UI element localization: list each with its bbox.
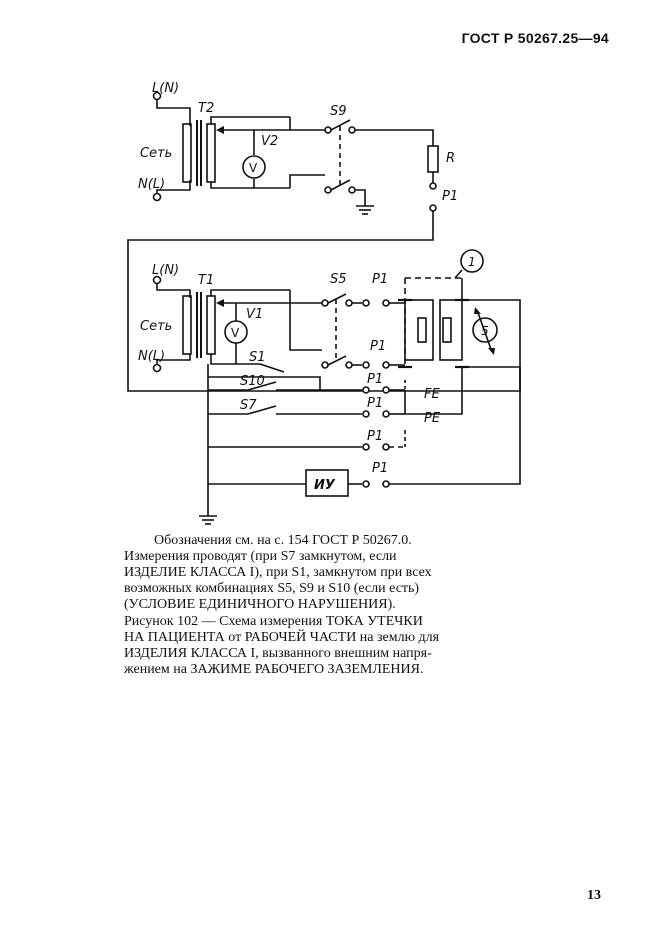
transformer-t1-secondary: [206, 295, 216, 355]
transformer-t2-primary: [182, 123, 192, 183]
switch-s9-upper: [330, 119, 351, 131]
top-labels: L(N) N(L) Сеть T2 V2 V S9 R P1: [138, 81, 458, 204]
label-r: R: [446, 151, 455, 166]
top-mains-section: [127, 91, 521, 392]
label-fe: FE: [424, 387, 440, 402]
label-v2: V2: [261, 134, 278, 149]
switch-s7: [247, 405, 277, 415]
caption-conditions: Измерения проводят (при S7 замкнутом, ес…: [124, 549, 524, 613]
figure-caption-line: ИЗДЕЛИЯ КЛАССА I, вызванного внешним нап…: [124, 646, 432, 661]
label-pe: PE: [424, 411, 441, 426]
label-mains-top: Сеть: [140, 146, 172, 161]
label-s7: S7: [240, 398, 257, 413]
label-n-top: N(L): [138, 177, 165, 192]
terminal-n-top: [152, 192, 162, 202]
switch-s5-upper: [327, 293, 347, 304]
caption-conditions-line: возможных комбинациях S5, S9 и S10 (если…: [124, 581, 420, 596]
label-s9: S9: [330, 104, 347, 119]
switch-s10: [247, 381, 277, 391]
voltmeter-v1-symbol: V: [231, 326, 240, 340]
standard-header: ГОСТ Р 50267.25—94: [461, 30, 609, 46]
label-p1-d: P1: [367, 396, 383, 411]
measuring-device-iu: [305, 469, 349, 497]
page-number: 13: [587, 888, 601, 903]
voltmeter-v2: [242, 155, 266, 179]
resistor-r: [427, 145, 439, 173]
label-s1: S1: [249, 350, 266, 365]
figure-caption-line: жением на ЗАЖИМЕ РАБОЧЕГО ЗАЗЕМЛЕНИЯ.: [124, 662, 424, 677]
label-p1-e: P1: [367, 429, 383, 444]
caption-conditions-line: (УСЛОВИЕ ЕДИНИЧНОГО НАРУШЕНИЯ).: [124, 597, 396, 612]
label-p1-top: P1: [442, 189, 458, 204]
applied-part-impedance: [417, 317, 427, 343]
label-n-bottom: N(L): [138, 349, 165, 364]
bottom-labels: L(N) N(L) Сеть T1 V1 V S5 S1 S10 S7 P1 P…: [138, 255, 489, 493]
caption-conditions-line: ИЗДЕЛИЕ КЛАССА I), при S1, замкнутом при…: [124, 565, 432, 580]
voltmeter-v2-symbol: V: [249, 161, 258, 175]
bottom-mains-section: [152, 249, 521, 525]
switch-s5-lower: [327, 355, 347, 366]
label-p1-a: P1: [372, 272, 388, 287]
device-marker-circle: [460, 249, 484, 273]
label-iu: ИУ: [314, 478, 336, 493]
figure-caption-line: Рисунок 102 — Схема измерения ТОКА УТЕЧК…: [124, 614, 423, 629]
label-s10: S10: [240, 374, 265, 389]
leakage-current-circuit-diagram: L(N) N(L) Сеть T2 V2 V S9 R P1: [127, 81, 521, 525]
label-p1-b: P1: [370, 339, 386, 354]
label-l-bottom: L(N): [152, 263, 179, 278]
external-voltage-source: [472, 317, 498, 343]
transformer-t2-secondary: [206, 123, 216, 183]
source-number: 5: [481, 324, 489, 338]
figure-caption: Рисунок 102 — Схема измерения ТОКА УТЕЧК…: [124, 614, 524, 678]
figure-caption-line: НА ПАЦИЕНТА от РАБОЧЕЙ ЧАСТИ на землю дл…: [124, 630, 440, 645]
caption-note: Обозначения см. на с. 154 ГОСТ Р 50267.0…: [154, 533, 412, 548]
transformer-t1-primary: [182, 295, 192, 355]
label-mains-bottom: Сеть: [140, 319, 172, 334]
label-p1-c: P1: [367, 372, 383, 387]
label-s5: S5: [330, 272, 347, 287]
label-l-top: L(N): [152, 81, 179, 96]
label-v1: V1: [246, 307, 263, 322]
device-marker-number: 1: [468, 255, 476, 269]
caption-conditions-line: Измерения проводят (при S7 замкнутом, ес…: [124, 549, 397, 564]
label-t1: T1: [198, 273, 214, 288]
terminal-n-bottom: [152, 363, 162, 373]
label-p1-f: P1: [372, 461, 388, 476]
label-t2: T2: [198, 101, 214, 116]
